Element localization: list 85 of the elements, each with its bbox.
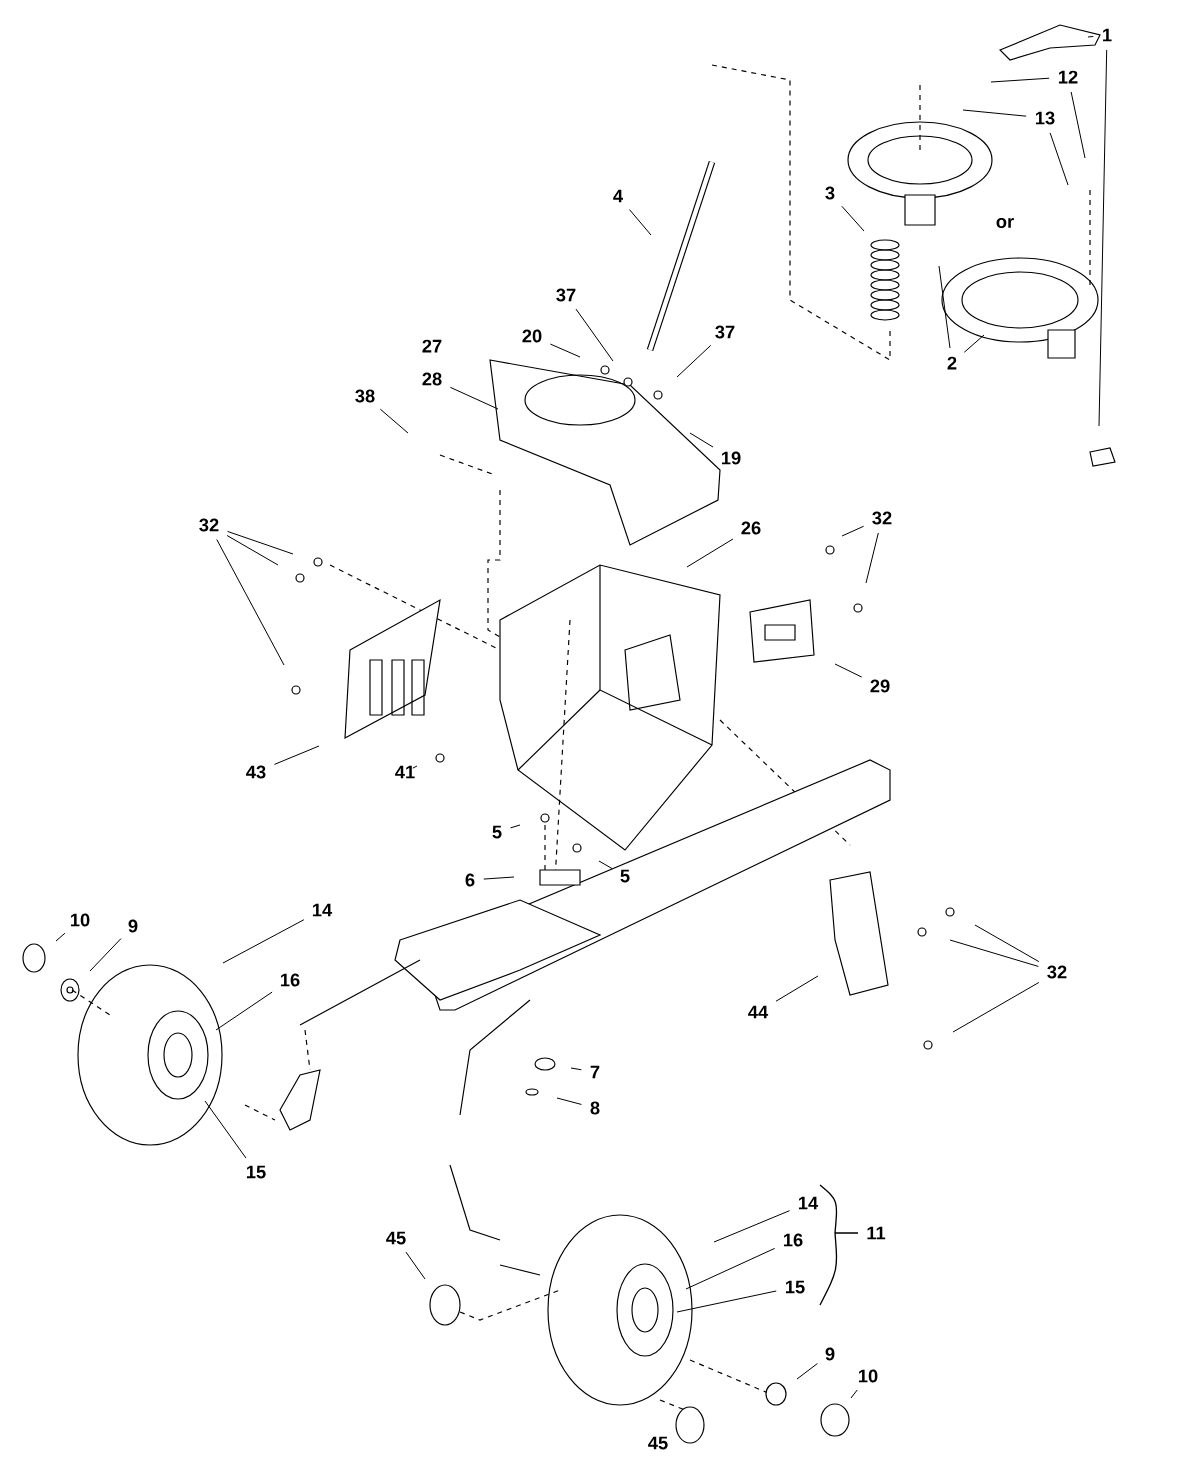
leader-line: [227, 530, 294, 555]
callout-number: 4: [613, 189, 623, 203]
callout-number: 29: [870, 679, 890, 693]
callout-number: 8: [590, 1101, 600, 1115]
callout-number: 44: [748, 1005, 769, 1019]
callout-number: 9: [825, 1347, 835, 1361]
leader-line: [685, 1247, 776, 1290]
callout-number: 16: [783, 1233, 803, 1247]
leader-line: [273, 745, 320, 765]
callout-number: 15: [246, 1165, 266, 1179]
callout-number: 15: [785, 1280, 805, 1294]
leader-line: [713, 1210, 791, 1243]
leader-line: [1070, 91, 1086, 159]
leader-line: [483, 876, 515, 880]
callout-number: 5: [492, 825, 502, 839]
note-text: or: [996, 218, 1014, 229]
callout-number: 28: [422, 372, 442, 386]
leader-line: [215, 991, 273, 1031]
leader-line: [549, 343, 581, 358]
leader-line: [962, 109, 1027, 117]
leader-line: [938, 265, 951, 349]
leader-line: [556, 1097, 582, 1105]
leader-line: [775, 975, 819, 1002]
callout-number: 26: [741, 521, 761, 535]
leader-line: [222, 919, 305, 964]
callout-number: 43: [246, 765, 266, 779]
callout-number: 2: [947, 356, 957, 370]
leader-line: [1098, 49, 1108, 427]
leader-line: [963, 334, 985, 353]
leader-line: [1087, 35, 1094, 38]
leader-line: [570, 1067, 582, 1071]
callout-number: 45: [648, 1436, 668, 1450]
callout-number: 37: [556, 288, 576, 302]
callout-number: 5: [620, 869, 630, 883]
callout-number: 3: [825, 186, 835, 200]
leader-line: [204, 1100, 247, 1159]
leader-line: [226, 535, 279, 566]
leader-line: [510, 824, 521, 829]
leader-line: [1049, 132, 1069, 186]
leader-line: [216, 539, 285, 666]
leader-line: [676, 344, 712, 378]
callout-number: 45: [386, 1231, 406, 1245]
callout-number: 27: [422, 339, 442, 353]
leader-line: [974, 924, 1040, 963]
leader-line: [949, 939, 1039, 967]
leader-line: [598, 860, 613, 870]
callout-number: 37: [715, 325, 735, 339]
callout-number: 7: [590, 1065, 600, 1079]
leader-line: [841, 205, 865, 232]
leader-line: [865, 532, 879, 584]
leader-line: [379, 408, 409, 434]
callout-number: 32: [872, 511, 892, 525]
callout-number: 20: [522, 329, 542, 343]
leader-line: [850, 1389, 858, 1399]
callout-number: 41: [395, 765, 415, 779]
callout-number: 19: [721, 451, 741, 465]
callout-number: 32: [1047, 965, 1067, 979]
callout-number: 6: [465, 873, 475, 887]
callout-number: 1: [1103, 28, 1112, 42]
leader-line: [676, 1290, 777, 1313]
callout-number: 14: [312, 903, 333, 917]
leader-line: [689, 432, 714, 448]
callout-number: 32: [199, 518, 219, 532]
callout-number: 10: [858, 1369, 878, 1383]
leader-line: [405, 1251, 426, 1280]
callout-number: 16: [280, 973, 300, 987]
leader-line: [990, 77, 1050, 83]
callout-number: 13: [1035, 111, 1055, 125]
leader-line: [89, 938, 122, 972]
leader-line: [841, 525, 865, 537]
callout-number: 10: [70, 913, 90, 927]
leader-line: [629, 209, 652, 236]
leader-line: [55, 932, 66, 942]
callout-number: 9: [128, 919, 138, 933]
callout-number: 11: [867, 1226, 886, 1240]
callout-number: 12: [1058, 70, 1078, 84]
leader-line: [449, 386, 499, 410]
leader-line: [834, 663, 863, 678]
leader-line: [686, 538, 734, 568]
leader-line: [575, 308, 614, 362]
leader-line: [796, 1363, 818, 1380]
callout-number: 14: [798, 1196, 819, 1210]
leader-line: [412, 765, 418, 769]
callout-number: 38: [355, 389, 375, 403]
leader-line: [952, 981, 1040, 1033]
